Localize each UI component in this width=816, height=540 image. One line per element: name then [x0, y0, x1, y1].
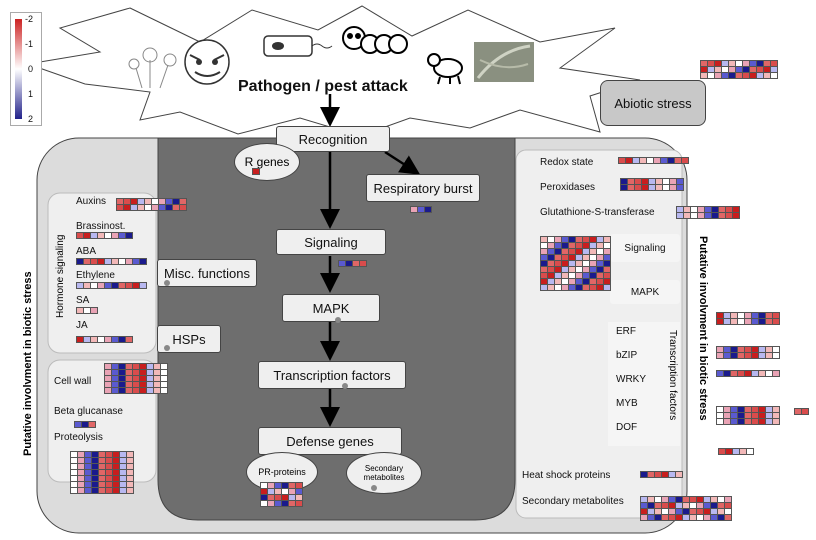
heatmap-auxins: [116, 198, 187, 211]
side-label-left: Putative involvment in biotic stress: [22, 271, 34, 456]
heatmap-respiratory-burst: [410, 206, 432, 213]
arrow-to-respiratory-burst: [384, 150, 421, 175]
caterpillar-icon: [342, 26, 408, 54]
defense-genes-box: Defense genes: [258, 427, 402, 455]
hormone-item: Auxins: [76, 196, 107, 207]
misc-functions-box: Misc. functions: [157, 259, 257, 287]
heatmap-ja: [76, 336, 133, 343]
left-item: Cell wall: [54, 376, 92, 387]
respiratory-burst-box: Respiratory burst: [366, 174, 480, 202]
scale-tick: 0: [28, 64, 34, 74]
virus-icon: [184, 39, 230, 85]
heatmap-dof: [718, 448, 754, 455]
transcription-factors-box: Transcription factors: [258, 361, 406, 389]
heatmap-sa: [76, 307, 98, 314]
hormone-item: ABA: [76, 246, 97, 257]
heatmap-gst: [676, 206, 740, 219]
hormone-item: JA: [76, 320, 88, 331]
mapk-box: MAPK: [282, 294, 380, 322]
heatmap-signaling: [338, 260, 367, 267]
peroxidases-label: Peroxidases: [540, 182, 596, 193]
color-scale: -2 -1 0 1 2: [10, 12, 42, 126]
secondary-metabolites-oval: Secondary metabolites: [346, 452, 422, 494]
heatmap-redox: [618, 157, 689, 164]
right-mapk-label: MAPK: [610, 280, 680, 304]
heatmap-heat-shock: [640, 471, 683, 478]
bacterium-icon: [263, 35, 333, 57]
heatmap-wrky: [716, 370, 780, 377]
right-signaling-label: Signaling: [610, 234, 680, 262]
tf-panel: [608, 322, 680, 446]
heatmap-proteolysis: [70, 451, 134, 494]
scale-tick: -1: [25, 39, 34, 49]
tf-title: Transcription factors: [667, 330, 678, 421]
pathogen-starburst: [27, 5, 641, 137]
heatmap-beta-glucanase: [74, 421, 96, 428]
left-item: Proteolysis: [54, 432, 103, 443]
heatmap-bzip: [716, 346, 780, 359]
r-genes-oval: R genes: [234, 143, 300, 181]
scale-tick: -2: [25, 14, 34, 24]
fungus-sketch-icon: [128, 47, 177, 89]
hormone-item: SA: [76, 295, 90, 306]
tf-item: bZIP: [616, 350, 638, 361]
heatmap-secondary: [640, 496, 732, 521]
nematode-photo-icon: [474, 42, 534, 82]
scale-tick: 1: [28, 89, 34, 99]
redox-label: Redox state: [540, 157, 594, 168]
heatmap-pr-proteins: [260, 482, 303, 507]
heatmap-ethylene: [76, 282, 147, 289]
heat-shock-label: Heat shock proteins: [522, 470, 611, 481]
title-pathogen-attack: Pathogen / pest attack: [238, 78, 408, 95]
tf-item: ERF: [616, 326, 636, 337]
tf-item: DOF: [616, 422, 638, 433]
heatmap-r-genes: [252, 168, 260, 175]
scale-tick: 2: [28, 114, 34, 124]
hormone-item: Ethylene: [76, 270, 115, 281]
signaling-box: Signaling: [276, 229, 386, 255]
heatmap-erf: [716, 312, 780, 325]
side-label-right: Putative involvment in biotic stress: [697, 236, 709, 421]
heatmap-aba: [76, 258, 147, 265]
color-scale-bar: [15, 19, 22, 119]
hormone-item: Brassinost.: [76, 221, 126, 232]
heatmap-myb: [716, 406, 780, 425]
abiotic-stress-box: Abiotic stress: [600, 80, 706, 126]
heatmap-abiotic: [700, 60, 778, 79]
secondary-metabolites-label: Secondary metabolites: [522, 496, 624, 507]
inner-dark-region: [157, 137, 516, 521]
heatmap-brassinost: [76, 232, 133, 239]
left-item: Beta glucanase: [54, 406, 123, 417]
gst-label: Glutathione-S-transferase: [540, 207, 655, 218]
heatmap-peroxidases: [620, 178, 684, 191]
hormone-signaling-title: Hormone signaling: [55, 234, 66, 318]
recognition-box: Recognition: [276, 126, 390, 152]
heatmap-right-signaling: [540, 236, 611, 291]
tf-item: MYB: [616, 398, 638, 409]
tf-item: WRKY: [616, 374, 646, 385]
aphid-icon: [427, 53, 463, 85]
heatmap-cell-wall: [104, 363, 168, 394]
heatmap-myb-extra: [794, 408, 809, 415]
